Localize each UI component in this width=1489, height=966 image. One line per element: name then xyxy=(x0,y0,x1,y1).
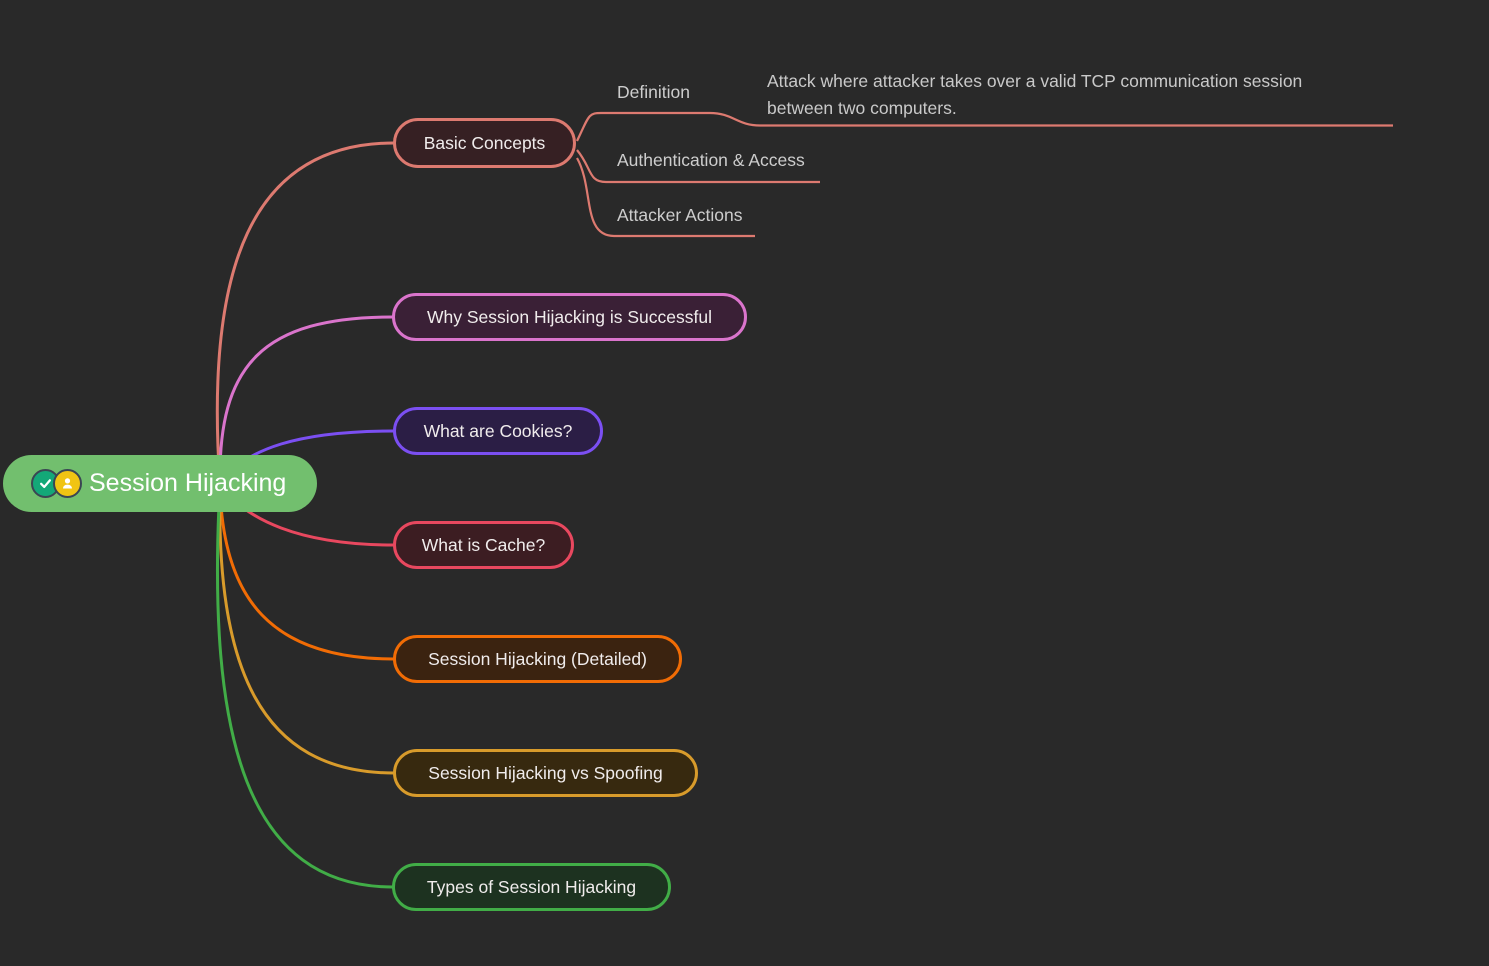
link-authentication-access xyxy=(576,149,820,184)
node-label: What is Cache? xyxy=(421,534,546,555)
node-basic-concepts[interactable]: Basic Concepts xyxy=(393,118,576,168)
node-label: Why Session Hijacking is Successful xyxy=(427,306,712,327)
link-attacker-actions xyxy=(576,157,755,238)
node-what-is-cache[interactable]: What is Cache? xyxy=(393,521,574,569)
node-label: Session Hijacking vs Spoofing xyxy=(428,762,663,783)
node-attacker-actions[interactable]: Attacker Actions xyxy=(617,205,743,225)
link-basic-concepts xyxy=(215,141,395,485)
node-why-session-hijacking-is-successful[interactable]: Why Session Hijacking is Successful xyxy=(392,293,747,341)
node-label: Session Hijacking (Detailed) xyxy=(428,648,647,669)
node-definition-detail[interactable]: Attack where attacker takes over a valid… xyxy=(767,71,1303,118)
node-types-of-session-hijacking[interactable]: Types of Session Hijacking xyxy=(392,863,671,911)
link-hijacking-vs-spoofing xyxy=(218,483,395,775)
link-hijacking-detailed xyxy=(218,483,395,661)
node-session-hijacking-detailed[interactable]: Session Hijacking (Detailed) xyxy=(393,635,682,683)
node-label: Types of Session Hijacking xyxy=(426,876,637,897)
node-definition[interactable]: Definition xyxy=(617,82,690,102)
node-session-hijacking-vs-spoofing[interactable]: Session Hijacking vs Spoofing xyxy=(393,749,698,797)
person-icon xyxy=(53,469,82,498)
node-authentication-access[interactable]: Authentication & Access xyxy=(617,150,805,170)
node-label: What are Cookies? xyxy=(423,420,573,441)
link-types-of-hijacking xyxy=(215,483,394,889)
root-node-session-hijacking[interactable]: Session Hijacking xyxy=(3,455,317,512)
link-why-successful xyxy=(218,315,394,485)
node-label: Basic Concepts xyxy=(423,132,546,153)
link-definition xyxy=(576,111,1393,142)
root-node-label: Session Hijacking xyxy=(89,469,287,497)
node-what-are-cookies[interactable]: What are Cookies? xyxy=(393,407,603,455)
